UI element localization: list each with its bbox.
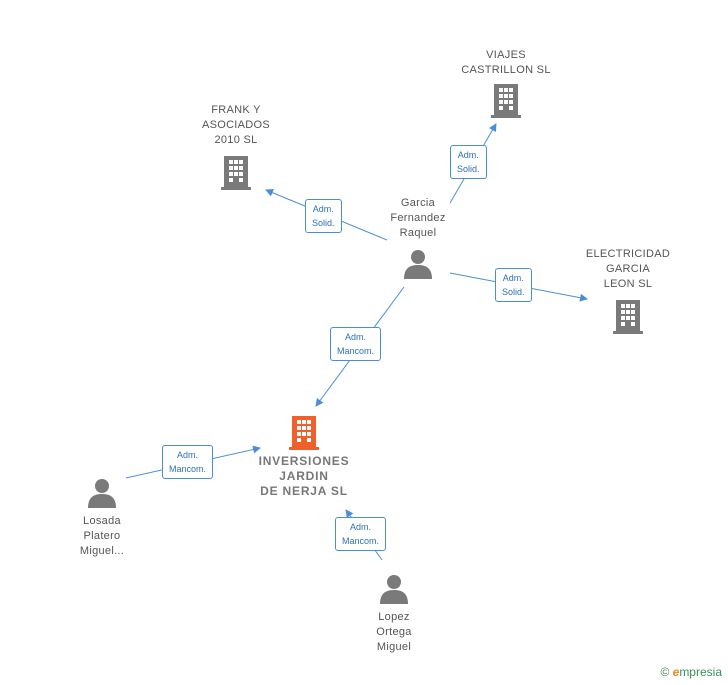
edge-label-garcia-frank[interactable]: Adm. Solid. [305,199,342,233]
node-garcia-fernandez-raquel[interactable]: Garcia Fernandez Raquel [378,196,458,279]
building-icon [221,156,251,190]
edge-label-losada-inversiones[interactable]: Adm. Mancom. [162,445,214,479]
node-label: ELECTRICIDAD GARCIA LEON SL [585,248,671,290]
node-label: Lopez Ortega Miguel [376,611,412,653]
building-icon [491,84,521,118]
person-icon [88,479,116,508]
node-losada-platero-miguel[interactable]: Losada Platero Miguel... [62,478,142,559]
person-icon [404,250,432,279]
edge-label-garcia-viajes[interactable]: Adm. Solid. [450,145,487,179]
node-label: Losada Platero Miguel... [79,515,125,557]
building-icon [289,416,319,450]
brand-name: mpresia [679,665,722,679]
edge-label-garcia-electricidad[interactable]: Adm. Solid. [495,268,532,302]
edge-label-garcia-inversiones[interactable]: Adm. Mancom. [330,327,382,361]
node-inversiones-jardin-nerja[interactable]: INVERSIONES JARDIN DE NERJA SL [238,414,370,499]
node-frank-asociados[interactable]: FRANK Y ASOCIADOS 2010 SL [176,103,296,190]
copyright-symbol: © [660,665,670,679]
node-viajes-castrillon[interactable]: VIAJES CASTRILLON SL [446,48,566,118]
person-icon [380,575,408,604]
node-label: Garcia Fernandez Raquel [390,197,446,239]
node-label: FRANK Y ASOCIADOS 2010 SL [201,104,271,146]
brand-footer: © empresia [660,665,722,679]
node-label: VIAJES CASTRILLON SL [461,49,551,76]
edge-label-lopez-inversiones[interactable]: Adm. Mancom. [335,517,387,551]
building-icon [613,300,643,334]
node-label: INVERSIONES JARDIN DE NERJA SL [258,454,350,498]
node-lopez-ortega-miguel[interactable]: Lopez Ortega Miguel [354,574,434,655]
node-electricidad-garcia-leon[interactable]: ELECTRICIDAD GARCIA LEON SL [568,247,688,334]
brand-initial: e [672,665,680,679]
